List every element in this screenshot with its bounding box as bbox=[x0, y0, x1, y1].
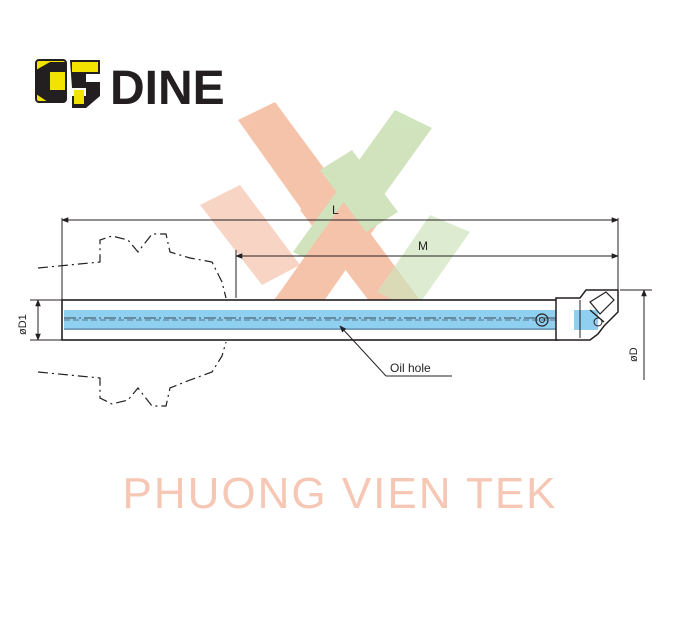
dimension-d1-label: øD1 bbox=[17, 314, 29, 335]
dimension-d1 bbox=[30, 299, 62, 341]
cutting-head bbox=[555, 289, 619, 341]
dimension-m bbox=[235, 250, 619, 298]
dimension-l-label: L bbox=[332, 203, 339, 217]
dimension-m-label: M bbox=[418, 239, 428, 253]
dimension-d-label: øD bbox=[628, 347, 640, 362]
boring-bar bbox=[61, 299, 600, 341]
oil-hole-callout bbox=[339, 325, 452, 377]
oil-hole-marker bbox=[535, 313, 549, 327]
watermark-text: PHUONG VIEN TEK bbox=[122, 469, 557, 518]
oil-hole-label: Oil hole bbox=[390, 361, 431, 375]
logo-brand-text: DINE bbox=[110, 62, 225, 115]
dimension-d bbox=[620, 289, 652, 380]
holder-phantom bbox=[37, 233, 227, 407]
dine-logo bbox=[35, 59, 100, 108]
